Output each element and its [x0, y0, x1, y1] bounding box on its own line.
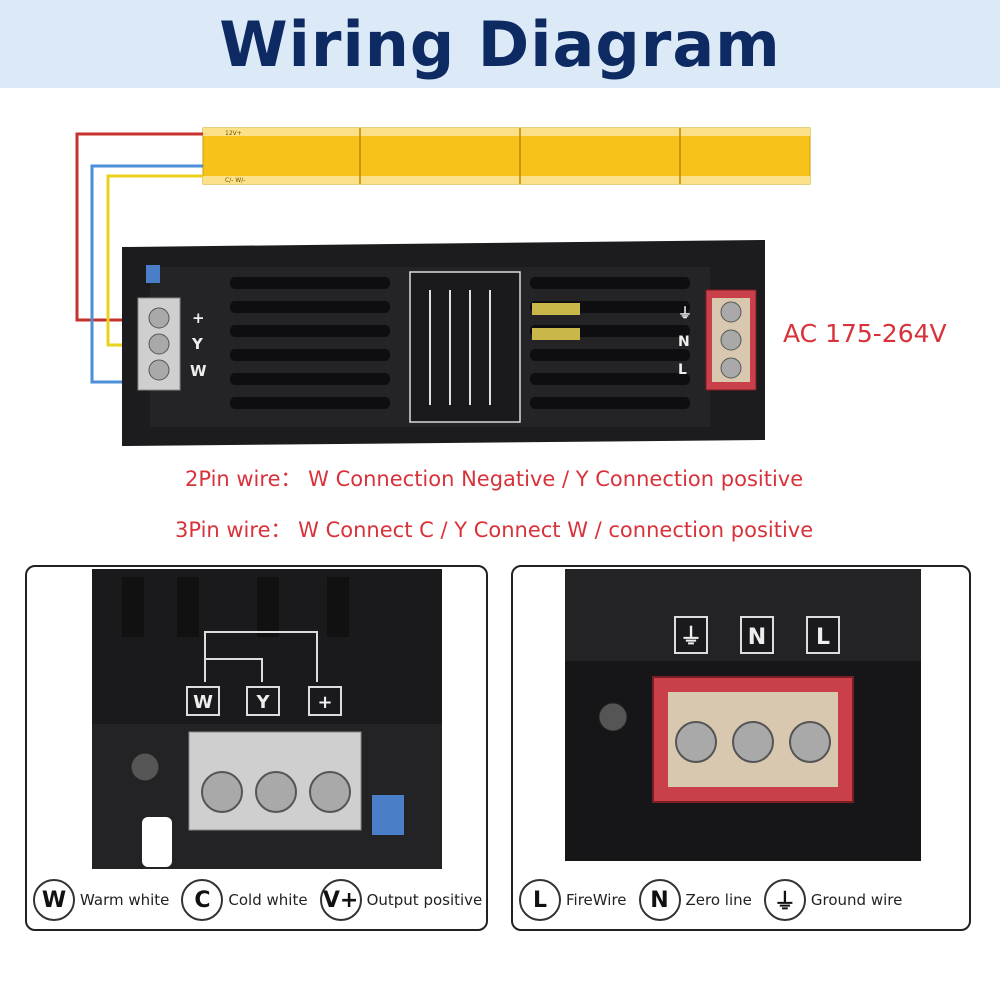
led-strip: 12V+ C/- W/-	[202, 127, 811, 185]
ac-label-n: N	[678, 334, 690, 350]
legend-item-firewire: L FireWire	[519, 879, 627, 921]
zero-line-symbol: N	[638, 879, 681, 921]
legend-item-warm-white: W Warm white	[33, 879, 169, 921]
strip-neg-label: C/- W/-	[225, 177, 245, 184]
page-title: Wiring Diagram	[219, 7, 781, 81]
dc-label-w: W	[190, 362, 207, 380]
cold-white-label: Cold white	[228, 891, 308, 909]
closeup-label-w: W	[193, 692, 213, 713]
dc-label-y: Y	[191, 335, 204, 353]
output-positive-label: Output positive	[366, 891, 483, 909]
ground-wire-symbol: ⏚	[763, 879, 806, 921]
dc-label-plus: +	[192, 309, 205, 327]
power-supply: + Y W ⏚ N L	[122, 240, 765, 446]
ground-wire-label: Ground wire	[810, 891, 903, 909]
closeup-label-y: Y	[255, 692, 270, 713]
firewire-label: FireWire	[566, 891, 627, 909]
output-positive-symbol: V+	[319, 879, 362, 921]
closeup-label-plus: +	[317, 692, 332, 713]
legend-item-ground-wire: ⏚ Ground wire	[763, 879, 903, 921]
ac-terminal-closeup: ⏚ N L L FireWire N Zero line ⏚ Ground wi…	[511, 565, 971, 931]
dc-terminal-closeup: W Y + W Warm white C Cold white V+ Outpu…	[25, 565, 488, 931]
legend-item-zero-line: N Zero line	[638, 879, 752, 921]
warm-white-label: Warm white	[80, 891, 170, 909]
zero-line-label: Zero line	[685, 891, 752, 909]
three-pin-note: 3Pin wire： W Connect C / Y Connect W / c…	[175, 518, 814, 542]
ac-label-ground: ⏚	[678, 306, 692, 322]
closeup-label-n: N	[748, 625, 766, 650]
closeup-label-l: L	[816, 625, 830, 650]
right-legend: L FireWire N Zero line ⏚ Ground wire	[513, 871, 969, 929]
firewire-symbol: L	[519, 879, 561, 921]
ac-voltage-label: AC 175-264V	[783, 319, 947, 348]
strip-pos-label: 12V+	[225, 130, 242, 137]
closeup-label-ground: ⏚	[680, 625, 702, 650]
cold-white-symbol: C	[181, 879, 224, 921]
left-legend: W Warm white C Cold white V+ Output posi…	[27, 871, 486, 929]
legend-item-output-positive: V+ Output positive	[319, 879, 483, 921]
legend-item-cold-white: C Cold white	[181, 879, 308, 921]
warm-white-symbol: W	[33, 879, 75, 921]
ac-label-l: L	[678, 362, 687, 378]
two-pin-note: 2Pin wire： W Connection Negative / Y Con…	[185, 467, 804, 491]
title-banner: Wiring Diagram	[0, 0, 1000, 88]
wiring-diagram: 12V+ C/- W/-	[75, 127, 947, 446]
